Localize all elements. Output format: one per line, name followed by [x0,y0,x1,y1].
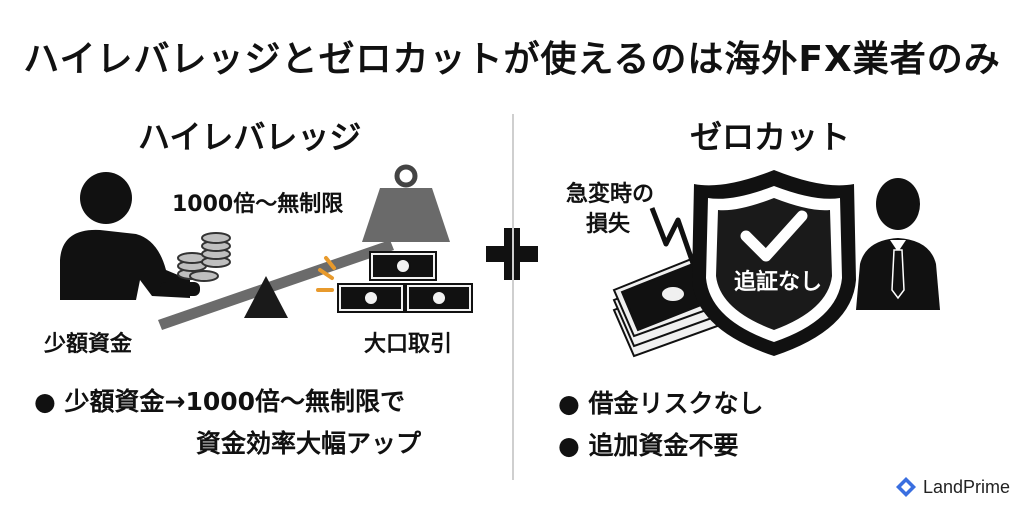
leverage-heading: ハイレバレッジ [138,118,362,156]
zerocut-bullet1: ● 借金リスクなし [558,389,764,418]
weight-icon [362,164,450,242]
loss-label-line2: 損失 [586,212,631,237]
leverage-illustration [60,164,473,330]
leverage-bullet-line1: ● 少額資金→1000倍〜無制限で [34,387,406,416]
fulcrum-icon [244,276,288,318]
brand-logo: LandPrime [895,476,1010,498]
shield-label: 追証なし [733,270,822,295]
zerocut-bullet2: ● 追加資金不要 [558,431,739,460]
page-title: ハイレバレッジとゼロカットが使えるのは海外FX業者のみ [23,39,1001,80]
zerocut-heading: ゼロカット [690,118,851,156]
small-funds-label: 少額資金 [44,332,133,357]
money-stack-icon [337,251,473,313]
impact-icon [316,256,336,292]
large-trade-label: 大口取引 [364,332,453,357]
lever-plank [158,240,394,330]
shield-icon [692,170,856,356]
section-divider [512,114,514,480]
businessman-icon [856,178,940,310]
person-icon [60,172,200,300]
landprime-logo-icon [895,477,916,497]
loss-line-icon [649,207,699,273]
coins-icon [177,232,231,282]
loss-label-line1: 急変時の [566,182,655,207]
leverage-range-label: 1000倍〜無制限 [172,192,344,217]
check-icon [740,210,808,262]
zerocut-illustration [612,170,940,358]
brand-name: LandPrime [922,476,1010,497]
leverage-bullet-line2: 資金効率大幅アップ [196,429,422,458]
